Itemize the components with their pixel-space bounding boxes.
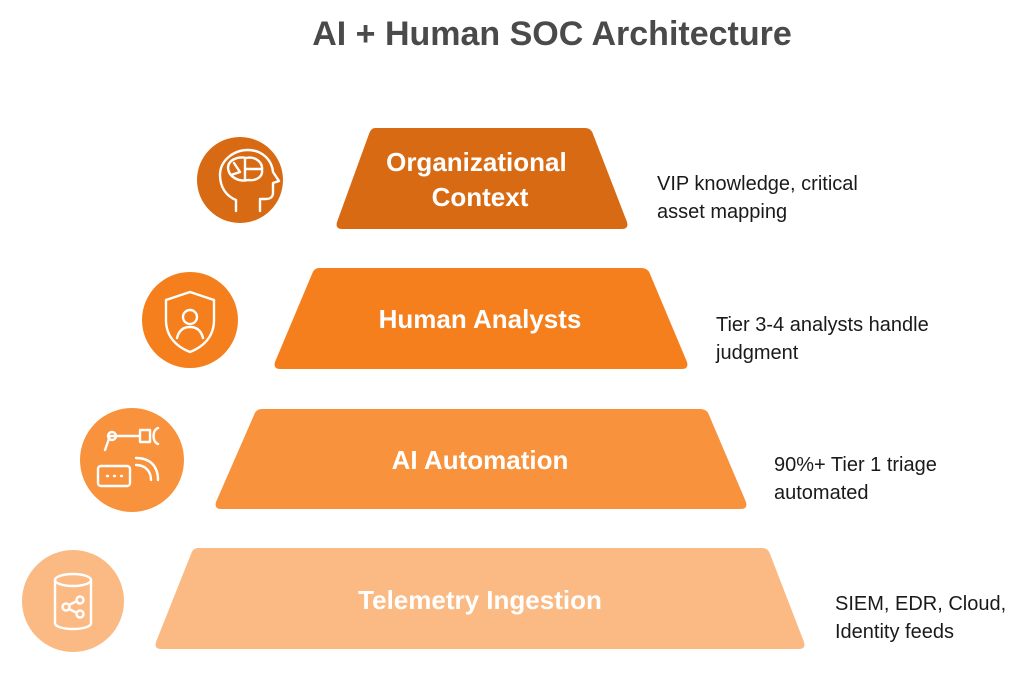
database-network-icon bbox=[53, 572, 93, 631]
tier-human-analysts: Human Analysts Tier 3-4 analysts handle … bbox=[142, 268, 934, 369]
tier-shape bbox=[336, 128, 628, 229]
tier-shape bbox=[155, 548, 805, 649]
tier-description: 90%+ Tier 1 triage automated bbox=[774, 454, 942, 504]
brain-head-icon bbox=[218, 148, 281, 213]
robot-arm-icon bbox=[96, 426, 160, 488]
tier-ai-automation: AI Automation 90%+ Tier 1 triage automat… bbox=[80, 408, 942, 512]
diagram-title: AI + Human SOC Architecture bbox=[312, 15, 792, 53]
tier-description: VIP knowledge, critical asset mapping bbox=[657, 173, 863, 223]
shield-user-icon bbox=[164, 290, 216, 354]
icon-badge bbox=[142, 272, 238, 368]
icon-badge bbox=[80, 408, 184, 512]
tier-organizational-context: Organizational Context VIP knowledge, cr… bbox=[197, 128, 863, 229]
tier-shape bbox=[215, 409, 747, 509]
tier-label: Organizational Context bbox=[386, 147, 574, 212]
tier-description: SIEM, EDR, Cloud, Identity feeds bbox=[835, 593, 1012, 643]
tier-label: Human Analysts bbox=[379, 304, 582, 334]
tier-shape bbox=[274, 268, 688, 369]
icon-badge bbox=[22, 550, 124, 652]
tier-label: Telemetry Ingestion bbox=[358, 585, 602, 615]
tier-label: AI Automation bbox=[392, 445, 569, 475]
tier-description: Tier 3-4 analysts handle judgment bbox=[715, 314, 934, 364]
tier-telemetry-ingestion: Telemetry Ingestion SIEM, EDR, Cloud, Id… bbox=[22, 548, 1012, 652]
